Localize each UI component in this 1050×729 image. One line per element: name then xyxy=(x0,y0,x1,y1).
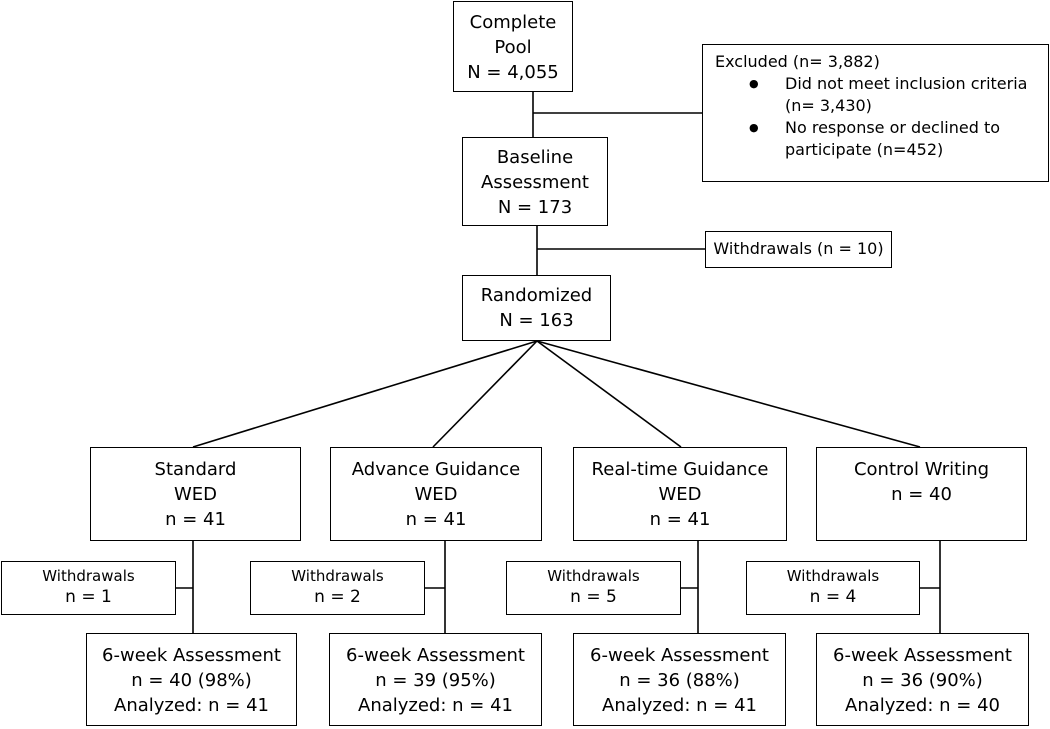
arm-followup-box: 6-week Assessment n = 39 (95%) Analyzed:… xyxy=(329,633,542,726)
excluded-reason: Did not meet inclusion criteria (n= 3,43… xyxy=(749,73,1036,117)
followup-analyzed: Analyzed: n = 41 xyxy=(114,695,269,716)
baseline-line1: Baseline xyxy=(496,147,574,168)
withdrawals-count: n = 2 xyxy=(314,587,361,607)
arm-name: Standard xyxy=(154,459,237,480)
arm-withdrawals-box: Withdrawals n = 5 xyxy=(506,561,681,615)
withdrawals-count: n = 1 xyxy=(65,587,112,607)
followup-analyzed: Analyzed: n = 41 xyxy=(358,695,513,716)
arm-name: Control Writing xyxy=(853,459,990,480)
withdrawals-main-box: Withdrawals (n = 10) xyxy=(705,231,892,268)
followup-count: n = 39 (95%) xyxy=(375,670,496,691)
baseline-line2: Assessment xyxy=(481,172,589,193)
arm-type: WED xyxy=(658,484,702,505)
arm-count: n = 41 xyxy=(405,509,467,530)
connector-arm-1 xyxy=(192,340,538,448)
arm-box-standard: Standard WED n = 41 xyxy=(90,447,301,541)
arm-count: n = 40 xyxy=(891,484,952,505)
pool-line1: Complete xyxy=(469,12,557,33)
arm-count: n = 41 xyxy=(165,509,226,530)
connector-arm-4 xyxy=(536,340,921,448)
arm-withdrawals-box: Withdrawals n = 4 xyxy=(746,561,920,615)
arm-followup-box: 6-week Assessment n = 36 (88%) Analyzed:… xyxy=(573,633,786,726)
withdrawals-label: Withdrawals xyxy=(42,567,135,585)
connector-arm-2 xyxy=(432,340,538,448)
arm-name: Real-time Guidance xyxy=(591,459,769,480)
baseline-assessment-box: Baseline Assessment N = 173 xyxy=(462,137,608,226)
arm-box-control-writing: Control Writing n = 40 xyxy=(816,447,1027,541)
withdrawals-count: n = 5 xyxy=(570,587,617,607)
arm-box-real-time-guidance: Real-time Guidance WED n = 41 xyxy=(573,447,787,541)
arm-withdrawals-box: Withdrawals n = 1 xyxy=(1,561,176,615)
followup-title: 6-week Assessment xyxy=(102,645,281,666)
withdrawals-label: Withdrawals xyxy=(547,567,640,585)
randomized-box: Randomized N = 163 xyxy=(462,275,611,341)
excluded-reasons: Did not meet inclusion criteria (n= 3,43… xyxy=(715,73,1036,161)
baseline-count: N = 173 xyxy=(497,197,573,218)
arm-type: WED xyxy=(414,484,458,505)
withdrawals-main-label: Withdrawals (n = 10) xyxy=(713,239,884,258)
arm-followup-box: 6-week Assessment n = 40 (98%) Analyzed:… xyxy=(86,633,297,726)
followup-count: n = 36 (90%) xyxy=(862,670,983,691)
arm-name: Advance Guidance xyxy=(351,459,521,480)
randomized-label: Randomized xyxy=(480,285,593,306)
withdrawals-label: Withdrawals xyxy=(291,567,384,585)
followup-title: 6-week Assessment xyxy=(590,645,769,666)
followup-count: n = 40 (98%) xyxy=(131,670,252,691)
followup-title: 6-week Assessment xyxy=(346,645,525,666)
followup-analyzed: Analyzed: n = 40 xyxy=(845,695,1000,716)
withdrawals-label: Withdrawals xyxy=(786,567,880,585)
randomized-count: N = 163 xyxy=(499,310,574,331)
followup-analyzed: Analyzed: n = 41 xyxy=(602,695,757,716)
pool-line2: Pool xyxy=(494,37,532,58)
followup-count: n = 36 (88%) xyxy=(619,670,740,691)
arm-followup-box: 6-week Assessment n = 36 (90%) Analyzed:… xyxy=(816,633,1029,726)
pool-count: N = 4,055 xyxy=(467,62,559,83)
arm-box-advance-guidance: Advance Guidance WED n = 41 xyxy=(330,447,542,541)
excluded-title: Excluded (n= 3,882) xyxy=(715,52,880,71)
excluded-box: Excluded (n= 3,882) Did not meet inclusi… xyxy=(702,44,1049,182)
complete-pool-box: Complete Pool N = 4,055 xyxy=(453,1,573,92)
connector-arm-3 xyxy=(536,340,682,448)
arm-count: n = 41 xyxy=(649,509,711,530)
withdrawals-count: n = 4 xyxy=(809,587,857,607)
arm-type: WED xyxy=(173,484,218,505)
arm-withdrawals-box: Withdrawals n = 2 xyxy=(250,561,425,615)
followup-title: 6-week Assessment xyxy=(833,645,1012,666)
excluded-reason: No response or declined to participate (… xyxy=(749,117,1036,161)
